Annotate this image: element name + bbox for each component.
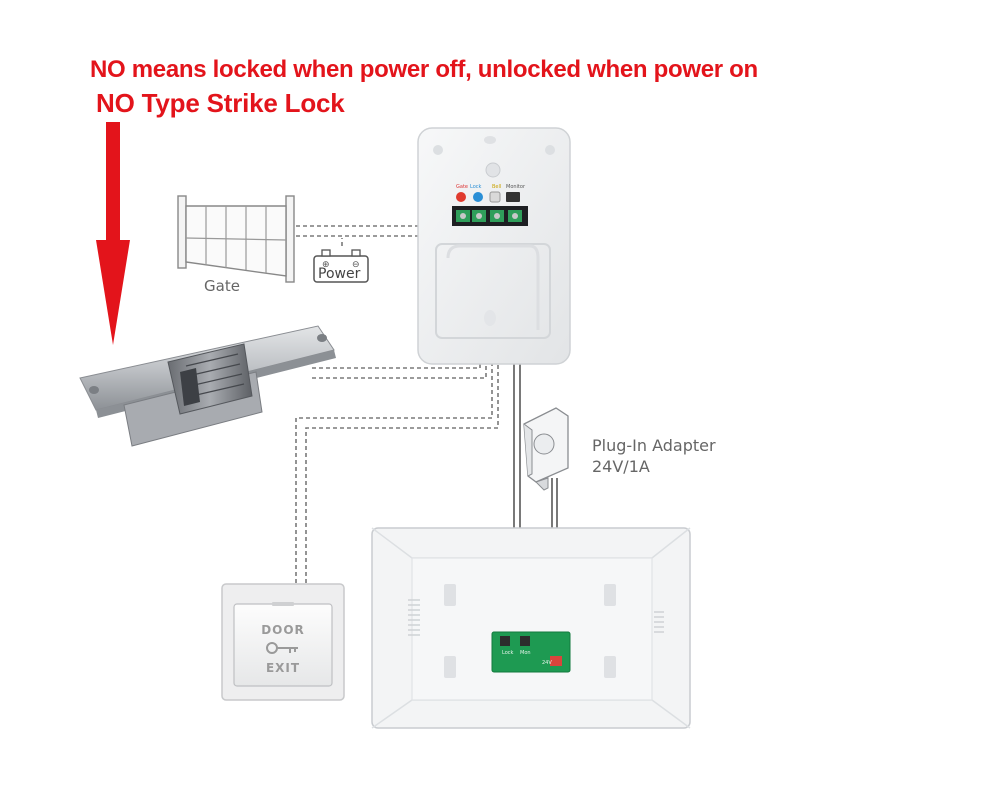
board-label-mon: Mon: [520, 650, 531, 656]
monitor-terminal-icon: [506, 192, 520, 202]
terminal-label-gate: Gate: [456, 184, 468, 190]
exit-button-door-text: DOOR: [261, 623, 305, 637]
board-label-lock: Lock: [502, 650, 514, 656]
red-arrow-icon: [96, 122, 130, 345]
monitor-connector-icon: [520, 636, 530, 646]
terminal-label-bell: Bell: [492, 184, 501, 190]
battery-icon: ⊕ ⊖: [313, 249, 369, 283]
strike-lock-image: [79, 325, 336, 447]
lock-terminal-icon: [473, 192, 483, 202]
key-icon: [266, 642, 298, 654]
terminal-label-lock: Lock: [470, 184, 482, 190]
power-connector-icon: [550, 656, 562, 666]
lock-connector-icon: [500, 636, 510, 646]
power-label: Power: [318, 266, 361, 282]
power-adapter-icon: [523, 407, 569, 491]
gate-label: Gate: [204, 277, 240, 295]
gate-icon: [177, 195, 295, 283]
svg-text:⊖: ⊖: [352, 260, 360, 270]
exit-button-exit-text: EXIT: [266, 661, 300, 675]
board-label-24v: 24V: [542, 660, 552, 666]
terminal-label-monitor: Monitor: [506, 184, 526, 190]
adapter-spec: 24V/1A: [592, 457, 650, 476]
indoor-monitor-back: [371, 527, 691, 729]
gate-terminal-icon: [456, 192, 466, 202]
adapter-label: Plug-In Adapter: [592, 436, 716, 455]
annotation-line-1: NO means locked when power off, unlocked…: [90, 56, 758, 83]
bell-terminal-icon: [489, 191, 501, 203]
exit-button-image: [221, 583, 345, 701]
svg-text:⊕: ⊕: [322, 260, 330, 270]
doorbell-back-panel: Gate Lock Bell Monitor: [417, 127, 571, 365]
annotation-line-2: NO Type Strike Lock: [96, 88, 345, 118]
